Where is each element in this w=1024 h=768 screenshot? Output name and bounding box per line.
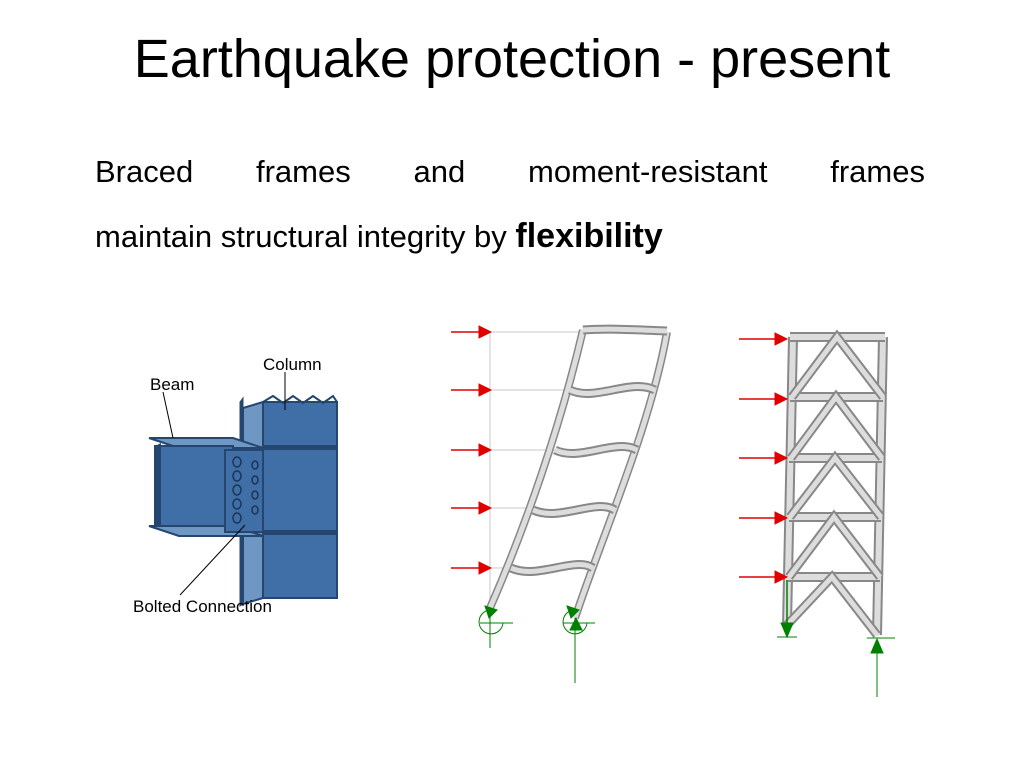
beam-web	[154, 445, 234, 529]
moment-frame-right-column-core	[572, 331, 670, 619]
body-word: moment-resistant	[528, 154, 768, 189]
braced-frame-supports	[777, 580, 895, 697]
bolt-group	[232, 456, 259, 524]
body-word: Braced	[95, 154, 194, 189]
column-back-flange	[262, 401, 338, 599]
moment-frame-supports	[478, 605, 595, 683]
guide-lines	[489, 331, 580, 608]
moment-frame-beams	[509, 324, 668, 576]
stiffener-top	[263, 445, 337, 450]
beam-label: Beam	[150, 375, 194, 394]
moment-frame-figure	[451, 324, 671, 683]
slide-title: Earthquake protection - present	[133, 29, 891, 89]
moment-frame-load-arrows	[451, 325, 493, 575]
beam-leader	[162, 391, 174, 439]
stiffener-bottom	[263, 530, 337, 535]
body-line-2-text: maintain structural integrity by	[95, 219, 507, 254]
column-label: Column	[263, 355, 322, 374]
beam-side	[155, 443, 161, 530]
braced-frame-braces	[783, 329, 887, 638]
beam-column-connection-figure: Column Beam Bolted Connection	[133, 355, 338, 616]
body-word: and	[413, 154, 466, 189]
moment-frame-left-column-core	[487, 329, 586, 610]
body-text: Braced frames and moment-resistant frame…	[95, 140, 925, 269]
body-emphasis: flexibility	[515, 217, 663, 255]
bolted-connection-label: Bolted Connection	[133, 597, 272, 616]
body-line-1: Braced frames and moment-resistant frame…	[95, 140, 925, 204]
column-top-edge	[262, 394, 338, 405]
body-line-2: maintain structural integrity by flexibi…	[95, 204, 925, 269]
body-word: frames	[256, 154, 351, 189]
braced-frame-figure	[739, 329, 895, 697]
bolted-leader	[179, 524, 246, 596]
braced-frame-load-arrows	[739, 332, 789, 584]
body-word: frames	[830, 154, 925, 189]
